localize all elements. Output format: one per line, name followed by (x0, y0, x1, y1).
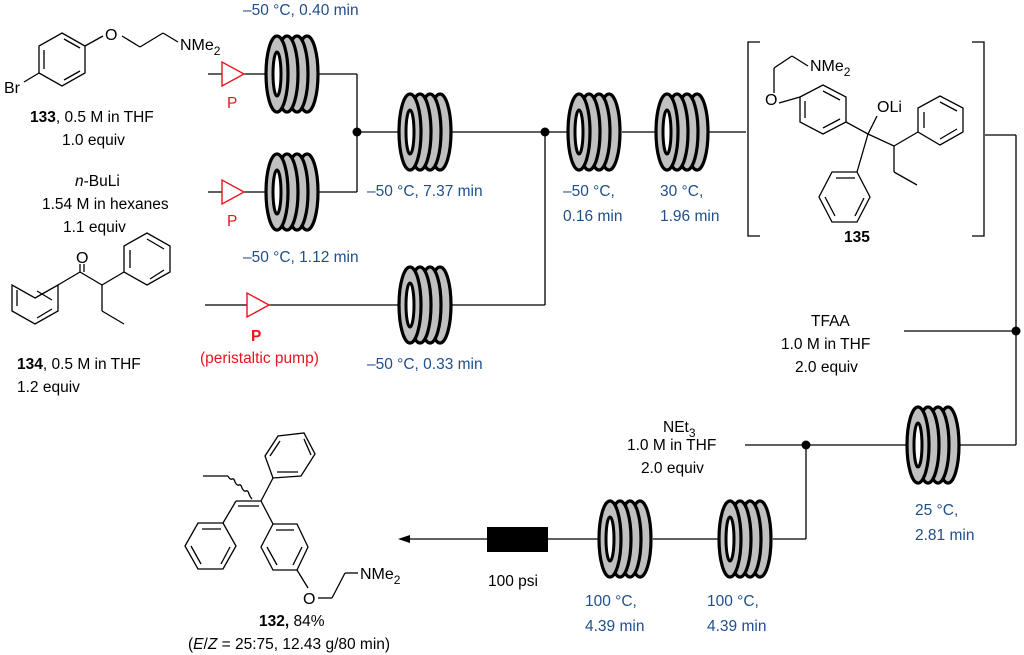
coil-reactor-icon (905, 405, 961, 485)
coil-5-conditions-line2: 0.16 min (563, 208, 622, 225)
nbuli-name: n-BuLi (75, 173, 120, 190)
coil-reactor-icon (597, 499, 653, 579)
nme2-label: NMe2 (180, 37, 221, 58)
mixer-junction-2 (540, 127, 550, 137)
coil-3-conditions: –50 °C, 7.37 min (367, 183, 483, 200)
pump-icon (221, 61, 245, 87)
svg-text:OLi: OLi (877, 99, 902, 116)
net3-name: NEt3 (663, 419, 696, 440)
tfaa-concentration: 1.0 M in THF (781, 336, 870, 353)
reagent-134-label: 134, 0.5 M in THF (17, 356, 141, 373)
tfaa-name: TFAA (811, 313, 850, 330)
back-pressure-regulator (487, 527, 548, 552)
coil-reactor-icon (717, 499, 773, 579)
svg-text:O: O (76, 250, 88, 267)
coil-6-conditions-line2: 1.96 min (660, 208, 719, 225)
nbuli-equiv: 1.1 equiv (63, 219, 126, 236)
structure-135: NMe2 O OLi (765, 55, 964, 223)
structure-134: O (11, 232, 171, 325)
svg-text:O: O (765, 92, 777, 109)
coil-9-conditions-line2: 4.39 min (707, 618, 766, 635)
coil-9-conditions-line1: 100 °C, (707, 593, 759, 610)
mixer-junction-4 (801, 440, 811, 450)
product-label: 132, 84% (259, 613, 325, 630)
intermediate-135-label: 135 (844, 229, 870, 246)
coil-4-conditions: –50 °C, 0.33 min (367, 356, 483, 373)
pump-icon (221, 179, 245, 205)
peristaltic-pump-icon (246, 292, 270, 318)
coil-reactor-icon (566, 92, 622, 172)
net3-equiv: 2.0 equiv (641, 460, 704, 477)
coil-5-conditions-line1: –50 °C, (563, 183, 615, 200)
coil-8-conditions-line1: 100 °C, (585, 593, 637, 610)
coil-reactor-icon (654, 92, 710, 172)
svg-text:Br: Br (4, 80, 21, 97)
coil-7-conditions-line2: 2.81 min (915, 527, 974, 544)
coil-6-conditions-line1: 30 °C, (660, 183, 703, 200)
tubing (205, 73, 1017, 543)
product-ratio: (E/Z = 25:75, 12.43 g/80 min) (188, 636, 390, 653)
bpr-label: 100 psi (488, 573, 538, 590)
reagent-133-equiv: 1.0 equiv (62, 132, 125, 149)
coil-8-conditions-line2: 4.39 min (585, 618, 644, 635)
reagent-134-equiv: 1.2 equiv (17, 379, 80, 396)
net3-concentration: 1.0 M in THF (627, 437, 716, 454)
coil-reactor-icon (397, 265, 453, 345)
svg-text:NMe2: NMe2 (360, 566, 401, 587)
tfaa-equiv: 2.0 equiv (795, 359, 858, 376)
pump-label-3: P (251, 328, 261, 345)
svg-text:NMe2: NMe2 (810, 58, 851, 79)
coil-reactor-icon (264, 34, 320, 114)
coil-reactor-icon (397, 92, 453, 172)
structure-133: O NMe2 Br (4, 27, 221, 97)
coil-7-conditions-line1: 25 °C, (915, 502, 958, 519)
coil-2-conditions: –50 °C, 1.12 min (243, 249, 359, 266)
svg-text:O: O (303, 591, 315, 608)
peristaltic-pump-note: (peristaltic pump) (200, 350, 319, 367)
coil-1-conditions: –50 °C, 0.40 min (243, 2, 359, 19)
mixer-junction-3 (1011, 326, 1021, 336)
reagent-133-label: 133, 0.5 M in THF (30, 109, 154, 126)
structure-132: O NMe2 (184, 432, 401, 608)
intermediate-135-brackets (747, 41, 985, 237)
coil-reactor-icon (264, 152, 320, 232)
pump-label-2: P (227, 213, 237, 230)
pump-label-1: P (227, 95, 237, 112)
svg-text:O: O (105, 27, 117, 44)
nbuli-concentration: 1.54 M in hexanes (42, 196, 169, 213)
mixer-junction-1 (352, 127, 362, 137)
